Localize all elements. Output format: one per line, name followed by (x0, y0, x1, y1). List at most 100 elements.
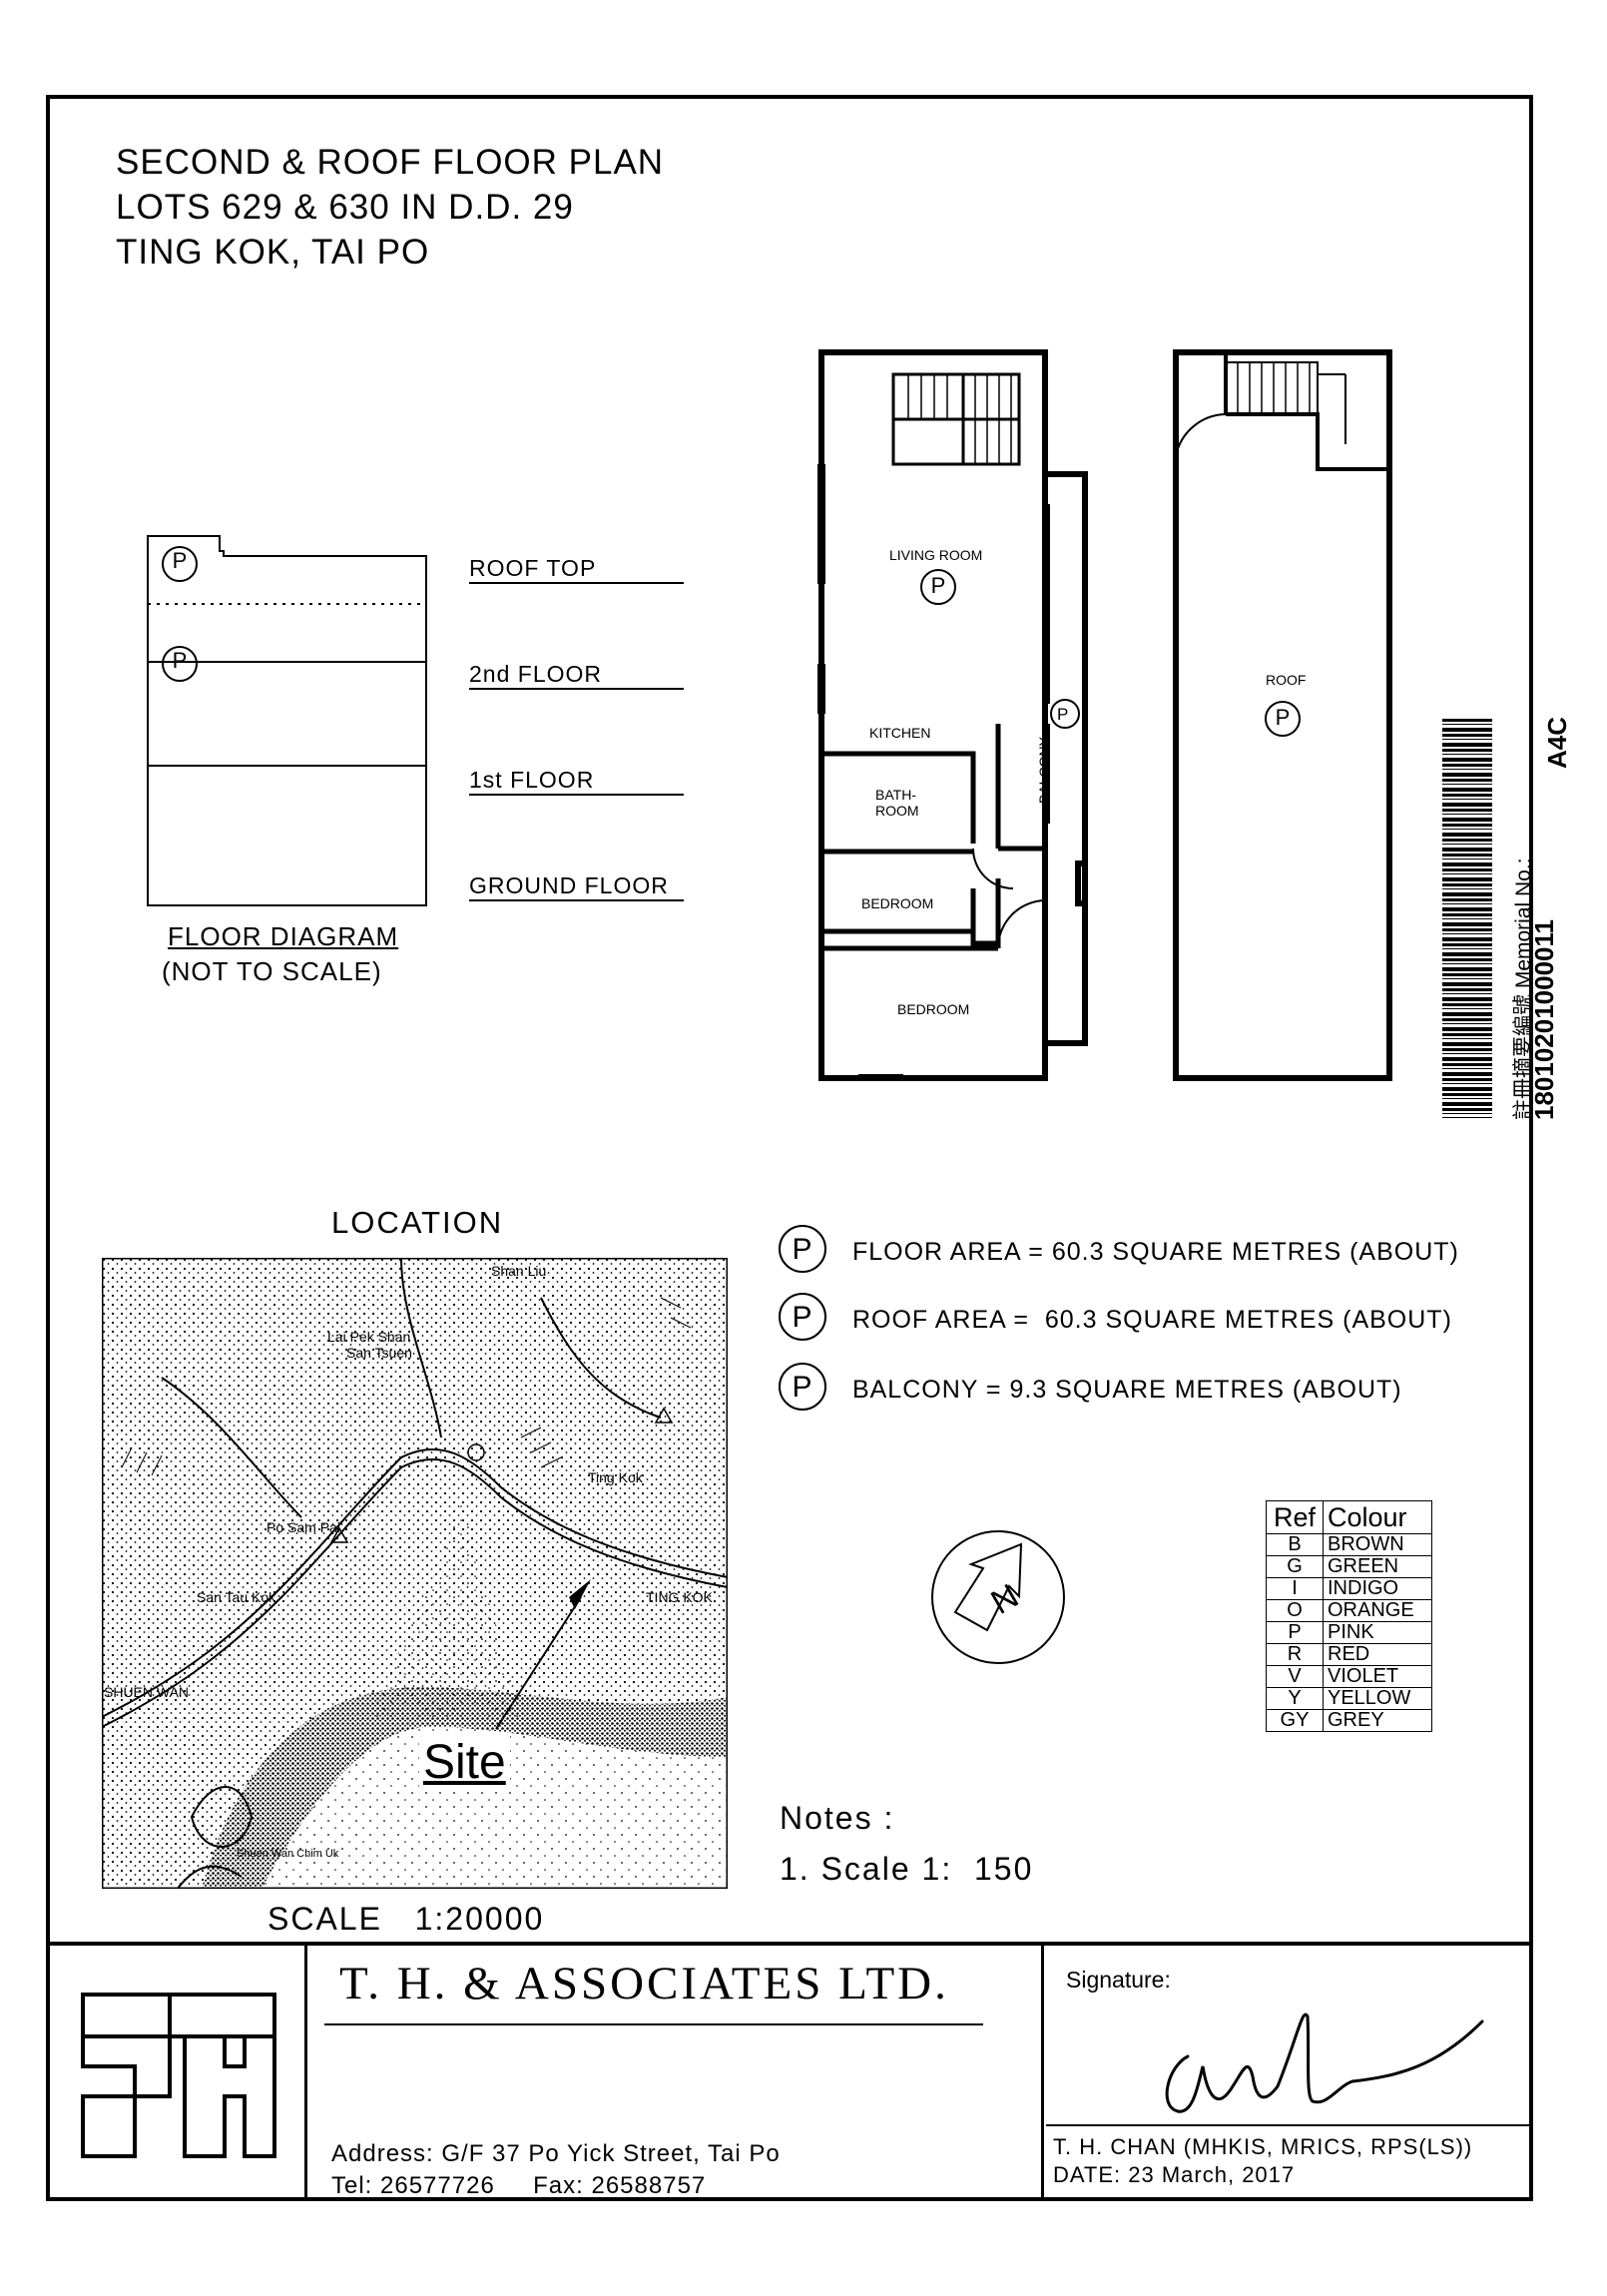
map-label-lai-pek-shan: Lai Pek Shan (327, 1329, 410, 1345)
legend-floor-area: P FLOOR AREA = 60.3 SQUARE METRES (ABOUT… (779, 1225, 1459, 1273)
colour-name: YELLOW (1323, 1687, 1432, 1710)
map-label-san-tau-kok: San Tau Kok (197, 1589, 276, 1605)
roof-label: ROOF (1266, 672, 1307, 688)
legend-floor-area-text: FLOOR AREA = 60.3 SQUARE METRES (ABOUT) (851, 1237, 1459, 1266)
floor-diagram-caption: FLOOR DIAGRAM (168, 921, 399, 951)
colour-ref: P (1266, 1621, 1324, 1644)
colour-name: VIOLET (1323, 1665, 1432, 1688)
signatory-name: T. H. CHAN (MHKIS, MRICS, RPS(LS)) (1053, 2134, 1473, 2159)
colour-ref: G (1266, 1555, 1324, 1578)
map-label-ting-kok-road: TING KOK (646, 1589, 714, 1605)
footer-signature-divider (1041, 1942, 1044, 2201)
legend-balcony: P BALCONY = 9.3 SQUARE METRES (ABOUT) (779, 1363, 1402, 1411)
company-contact: Tel: 26577726 Fax: 26588757 (331, 2172, 707, 2199)
legend-roof-area: P ROOF AREA = 60.3 SQUARE METRES (ABOUT) (779, 1293, 1452, 1341)
map-label-shuen-wan: SHUEN WAN (104, 1684, 189, 1700)
map-label-shan-liu: Shan Liu (491, 1263, 546, 1279)
floor-diagram-marker-roof (162, 546, 198, 582)
colour-ref: R (1266, 1643, 1324, 1666)
sheet-code: A4C (1542, 716, 1572, 769)
room-bedroom-2: BEDROOM (897, 1001, 970, 1017)
map-scale: SCALE 1:20000 (268, 1901, 545, 1937)
memorial-barcode (1442, 719, 1492, 1118)
second-floor-plan (817, 349, 1088, 1081)
title-line-1: SECOND & ROOF FLOOR PLAN (116, 143, 665, 182)
map-label-san-tsuen: San Tsuen (346, 1345, 412, 1361)
legend-floor-area-marker: P (779, 1225, 826, 1273)
legend-balcony-text: BALCONY = 9.3 SQUARE METRES (ABOUT) (851, 1375, 1402, 1404)
signature-line (1046, 2124, 1533, 2126)
location-map: Shan Liu Lai Pek Shan San Tsuen Po Sam P… (102, 1258, 728, 1889)
colour-ref: GY (1266, 1709, 1324, 1732)
colour-name: GREEN (1323, 1555, 1432, 1578)
room-kitchen: KITCHEN (869, 725, 931, 741)
living-room-marker (920, 569, 956, 605)
legend-balcony-marker: P (779, 1363, 826, 1411)
level-ground-floor: GROUND FLOOR (469, 872, 684, 901)
signature-label: Signature: (1066, 1967, 1171, 1993)
level-2nd-floor: 2nd FLOOR (469, 661, 684, 690)
colour-name: ORANGE (1323, 1599, 1432, 1622)
map-site-label: Site (419, 1735, 510, 1790)
drawing-title: SECOND & ROOF FLOOR PLAN LOTS 629 & 630 … (116, 140, 664, 275)
colour-ref: O (1266, 1599, 1324, 1622)
location-heading: LOCATION (331, 1205, 504, 1240)
living-room-marker-letter: P (930, 573, 946, 598)
title-line-2: LOTS 629 & 630 IN D.D. 29 (116, 188, 574, 227)
company-address: Address: G/F 37 Po Yick Street, Tai Po (331, 2140, 781, 2167)
map-label-shuen-wan-chim-uk: Shuen Wan Chim Uk (237, 1848, 339, 1860)
title-line-3: TING KOK, TAI PO (116, 233, 430, 272)
map-site-marker-icon (467, 1443, 485, 1461)
signature-mark (1165, 2012, 1484, 2113)
colour-name: INDIGO (1323, 1577, 1432, 1600)
level-roof-top: ROOF TOP (469, 555, 684, 584)
floor-diagram-marker-roof-letter: P (172, 548, 188, 573)
room-living-room: LIVING ROOM (889, 547, 983, 563)
signature-date: DATE: 23 March, 2017 (1053, 2162, 1296, 2187)
footer-divider (46, 1942, 1533, 1946)
drawing-frame (46, 95, 1533, 2201)
colour-name: GREY (1323, 1709, 1432, 1732)
notes-item-1: 1. Scale 1: 150 (780, 1851, 1034, 1887)
map-temple-icon (329, 1526, 349, 1543)
level-1st-floor: 1st FLOOR (469, 767, 684, 796)
legend-roof-area-marker: P (779, 1293, 826, 1341)
colour-ref: V (1266, 1665, 1324, 1688)
floor-diagram-note: (NOT TO SCALE) (162, 956, 382, 986)
legend-roof-area-text: ROOF AREA = 60.3 SQUARE METRES (ABOUT) (851, 1305, 1452, 1334)
floor-diagram-marker-2nd (162, 646, 198, 682)
th-logo-icon (81, 1993, 276, 2158)
balcony-marker (1050, 699, 1080, 729)
roof-plan (1173, 349, 1392, 1081)
colour-ref: Y (1266, 1687, 1324, 1710)
company-name: T. H. & ASSOCIATES LTD. (339, 1958, 949, 2009)
floor-diagram (147, 535, 427, 906)
colour-name: RED (1323, 1643, 1432, 1666)
north-arrow-icon: N (931, 1530, 1065, 1664)
map-label-ting-kok: Ting Kok (588, 1469, 644, 1485)
roof-marker-letter: P (1275, 705, 1291, 730)
colour-table-header: Ref Colour (1266, 1500, 1432, 1534)
colour-ref: I (1266, 1577, 1324, 1600)
notes-heading: Notes : (780, 1800, 895, 1836)
room-bathroom: BATH- ROOM (875, 787, 919, 819)
memorial-number: 18010201000011 (1529, 918, 1559, 1120)
colour-name: PINK (1323, 1621, 1432, 1644)
colour-ref: B (1266, 1533, 1324, 1556)
company-underline (324, 2023, 983, 2025)
colour-name: BROWN (1323, 1533, 1432, 1556)
map-label-po-sam-pai: Po Sam Pai (267, 1519, 340, 1535)
footer-logo-divider (304, 1942, 307, 2201)
balcony-marker-letter: P (1057, 705, 1069, 724)
room-balcony: BALCONY (1036, 737, 1052, 804)
room-bedroom-1: BEDROOM (861, 895, 934, 911)
